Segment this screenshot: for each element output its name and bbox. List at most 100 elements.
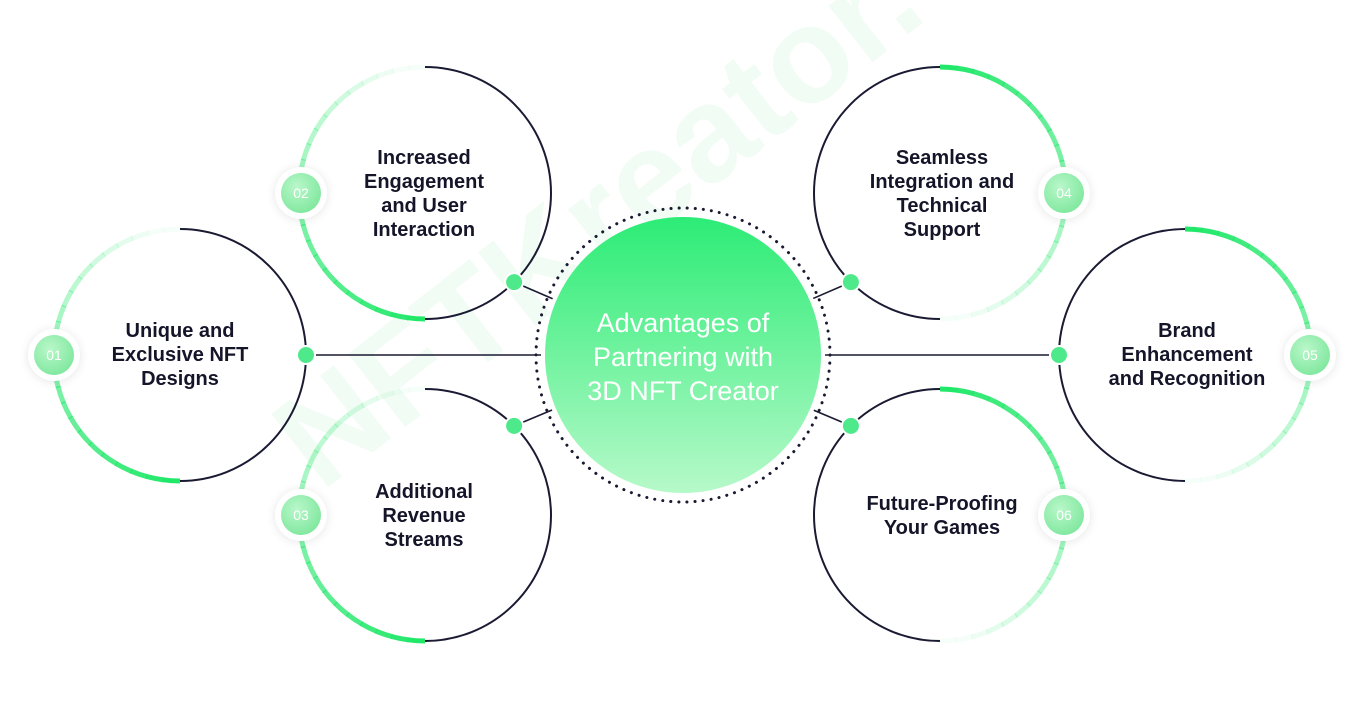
ring-dark-arc-02 xyxy=(424,66,552,320)
item-label-line: and User xyxy=(381,195,467,217)
ring-accent-arc-05 xyxy=(1272,264,1288,281)
ring-accent-arc-06 xyxy=(1026,590,1042,607)
ring-accent-arc-02 xyxy=(333,279,350,295)
ring-accent-arc-06 xyxy=(1046,562,1059,581)
ring-accent-arc-02 xyxy=(300,142,312,162)
ring-accent-arc-03 xyxy=(390,633,409,643)
ring-accent-arc-05 xyxy=(1283,276,1297,295)
ring-dark-arc-04 xyxy=(813,66,941,320)
item-label-line: Unique and xyxy=(125,320,235,342)
item-label-06: Future-Proofing Your Games xyxy=(822,492,1062,540)
ring-accent-arc-06 xyxy=(1014,602,1031,618)
ring-accent-arc-02 xyxy=(346,81,365,95)
connector-dot-04 xyxy=(840,272,861,293)
ring-dark-arc-03 xyxy=(424,388,552,642)
item-label-line: Technical xyxy=(896,195,988,217)
ring-accent-arc-02 xyxy=(323,101,339,118)
ring-accent-arc-04 xyxy=(1037,254,1052,273)
ring-accent-arc-02 xyxy=(390,311,409,321)
ring-accent-arc-06 xyxy=(1038,436,1052,455)
ring-accent-arc-02 xyxy=(322,267,338,284)
ring-accent-arc-03 xyxy=(300,464,312,484)
item-label-line: Designs xyxy=(141,368,219,390)
ring-accent-arc-05 xyxy=(1298,386,1310,406)
ring-accent-arc-05 xyxy=(1215,469,1235,480)
ring-accent-arc-01 xyxy=(88,441,105,457)
item-number-02: 02 xyxy=(281,173,321,213)
ring-accent-arc-02 xyxy=(375,68,395,79)
item-label-line: Future-Proofing xyxy=(866,493,1018,515)
ring-accent-arc-03 xyxy=(313,575,327,594)
ring-accent-arc-01 xyxy=(145,473,164,483)
item-label-line: Additional xyxy=(375,481,473,503)
ring-accent-arc-02 xyxy=(313,113,328,132)
ring-accent-arc-03 xyxy=(333,601,350,617)
connector-dot-03 xyxy=(504,415,525,436)
ring-accent-arc-01 xyxy=(101,243,120,257)
ring-accent-arc-05 xyxy=(1291,290,1305,309)
item-label-line: and Recognition xyxy=(1108,368,1266,390)
connector-dot-02 xyxy=(504,272,525,293)
ring-accent-arc-04 xyxy=(1026,268,1042,285)
ring-accent-arc-03 xyxy=(375,390,395,401)
ring-accent-arc-01 xyxy=(89,252,106,268)
ring-accent-arc-01 xyxy=(115,235,134,249)
ring-accent-arc-01 xyxy=(77,429,93,446)
item-number-01: 01 xyxy=(34,335,74,375)
center-title-line: Advantages of xyxy=(596,308,770,338)
ring-accent-arc-01 xyxy=(161,477,181,484)
item-label-line: Your Games xyxy=(883,517,1001,539)
ring-accent-arc-01 xyxy=(130,230,150,241)
ring-accent-arc-03 xyxy=(374,628,394,640)
ring-accent-arc-06 xyxy=(1053,546,1065,566)
ring-accent-arc-02 xyxy=(408,64,427,71)
connector-dot-01 xyxy=(296,345,316,365)
ring-accent-arc-02 xyxy=(306,127,319,146)
item-label-line: Interaction xyxy=(372,219,476,241)
ring-accent-arc-01 xyxy=(163,226,182,233)
ring-accent-arc-06 xyxy=(1001,403,1020,418)
item-label-line: Brand xyxy=(1158,320,1216,342)
ring-accent-arc-01 xyxy=(68,275,83,294)
ring-accent-arc-01 xyxy=(68,415,82,434)
ring-accent-arc-04 xyxy=(938,315,957,322)
ring-accent-arc-04 xyxy=(1000,291,1019,305)
center-title-line: 3D NFT Creator xyxy=(587,376,779,406)
ring-accent-arc-03 xyxy=(391,387,411,396)
ring-accent-arc-04 xyxy=(987,74,1006,87)
ring-accent-arc-04 xyxy=(1014,280,1031,296)
ring-accent-arc-02 xyxy=(334,90,351,106)
ring-accent-arc-05 xyxy=(1183,477,1202,484)
ring-accent-arc-02 xyxy=(313,253,327,272)
ring-accent-arc-02 xyxy=(345,290,364,305)
ring-accent-arc-04 xyxy=(1038,114,1052,133)
ring-accent-arc-03 xyxy=(306,449,319,468)
ring-accent-arc-05 xyxy=(1231,461,1250,475)
ring-accent-arc-02 xyxy=(391,65,411,74)
ring-accent-arc-04 xyxy=(1001,81,1020,96)
item-number-06: 06 xyxy=(1044,495,1084,535)
ring-accent-arc-06 xyxy=(1027,424,1043,441)
ring-accent-arc-04 xyxy=(954,312,974,321)
ring-accent-arc-06 xyxy=(1015,413,1032,429)
ring-accent-arc-06 xyxy=(971,390,991,402)
ring-dark-arc-06 xyxy=(813,388,941,642)
ring-accent-arc-03 xyxy=(408,386,427,393)
ring-accent-arc-01 xyxy=(55,304,67,324)
ring-accent-arc-05 xyxy=(1245,453,1264,467)
ring-accent-arc-03 xyxy=(334,412,351,428)
ring-accent-arc-03 xyxy=(346,403,365,417)
item-label-03: Additional Revenue Streams xyxy=(304,480,544,552)
item-number-03: 03 xyxy=(281,495,321,535)
connector-dot-06 xyxy=(840,415,861,436)
ring-accent-arc-01 xyxy=(100,452,119,467)
item-label-05: Brand Enhancement and Recognition xyxy=(1067,319,1307,391)
item-label-line: Streams xyxy=(384,529,464,551)
item-label-line: Integration and xyxy=(869,171,1015,193)
ring-accent-arc-06 xyxy=(970,629,990,640)
ring-accent-arc-01 xyxy=(146,227,166,236)
ring-accent-arc-05 xyxy=(1201,227,1220,237)
item-label-line: Support xyxy=(903,219,981,241)
ring-accent-arc-05 xyxy=(1259,442,1276,458)
item-label-04: Seamless Integration and Technical Suppo… xyxy=(822,146,1062,242)
